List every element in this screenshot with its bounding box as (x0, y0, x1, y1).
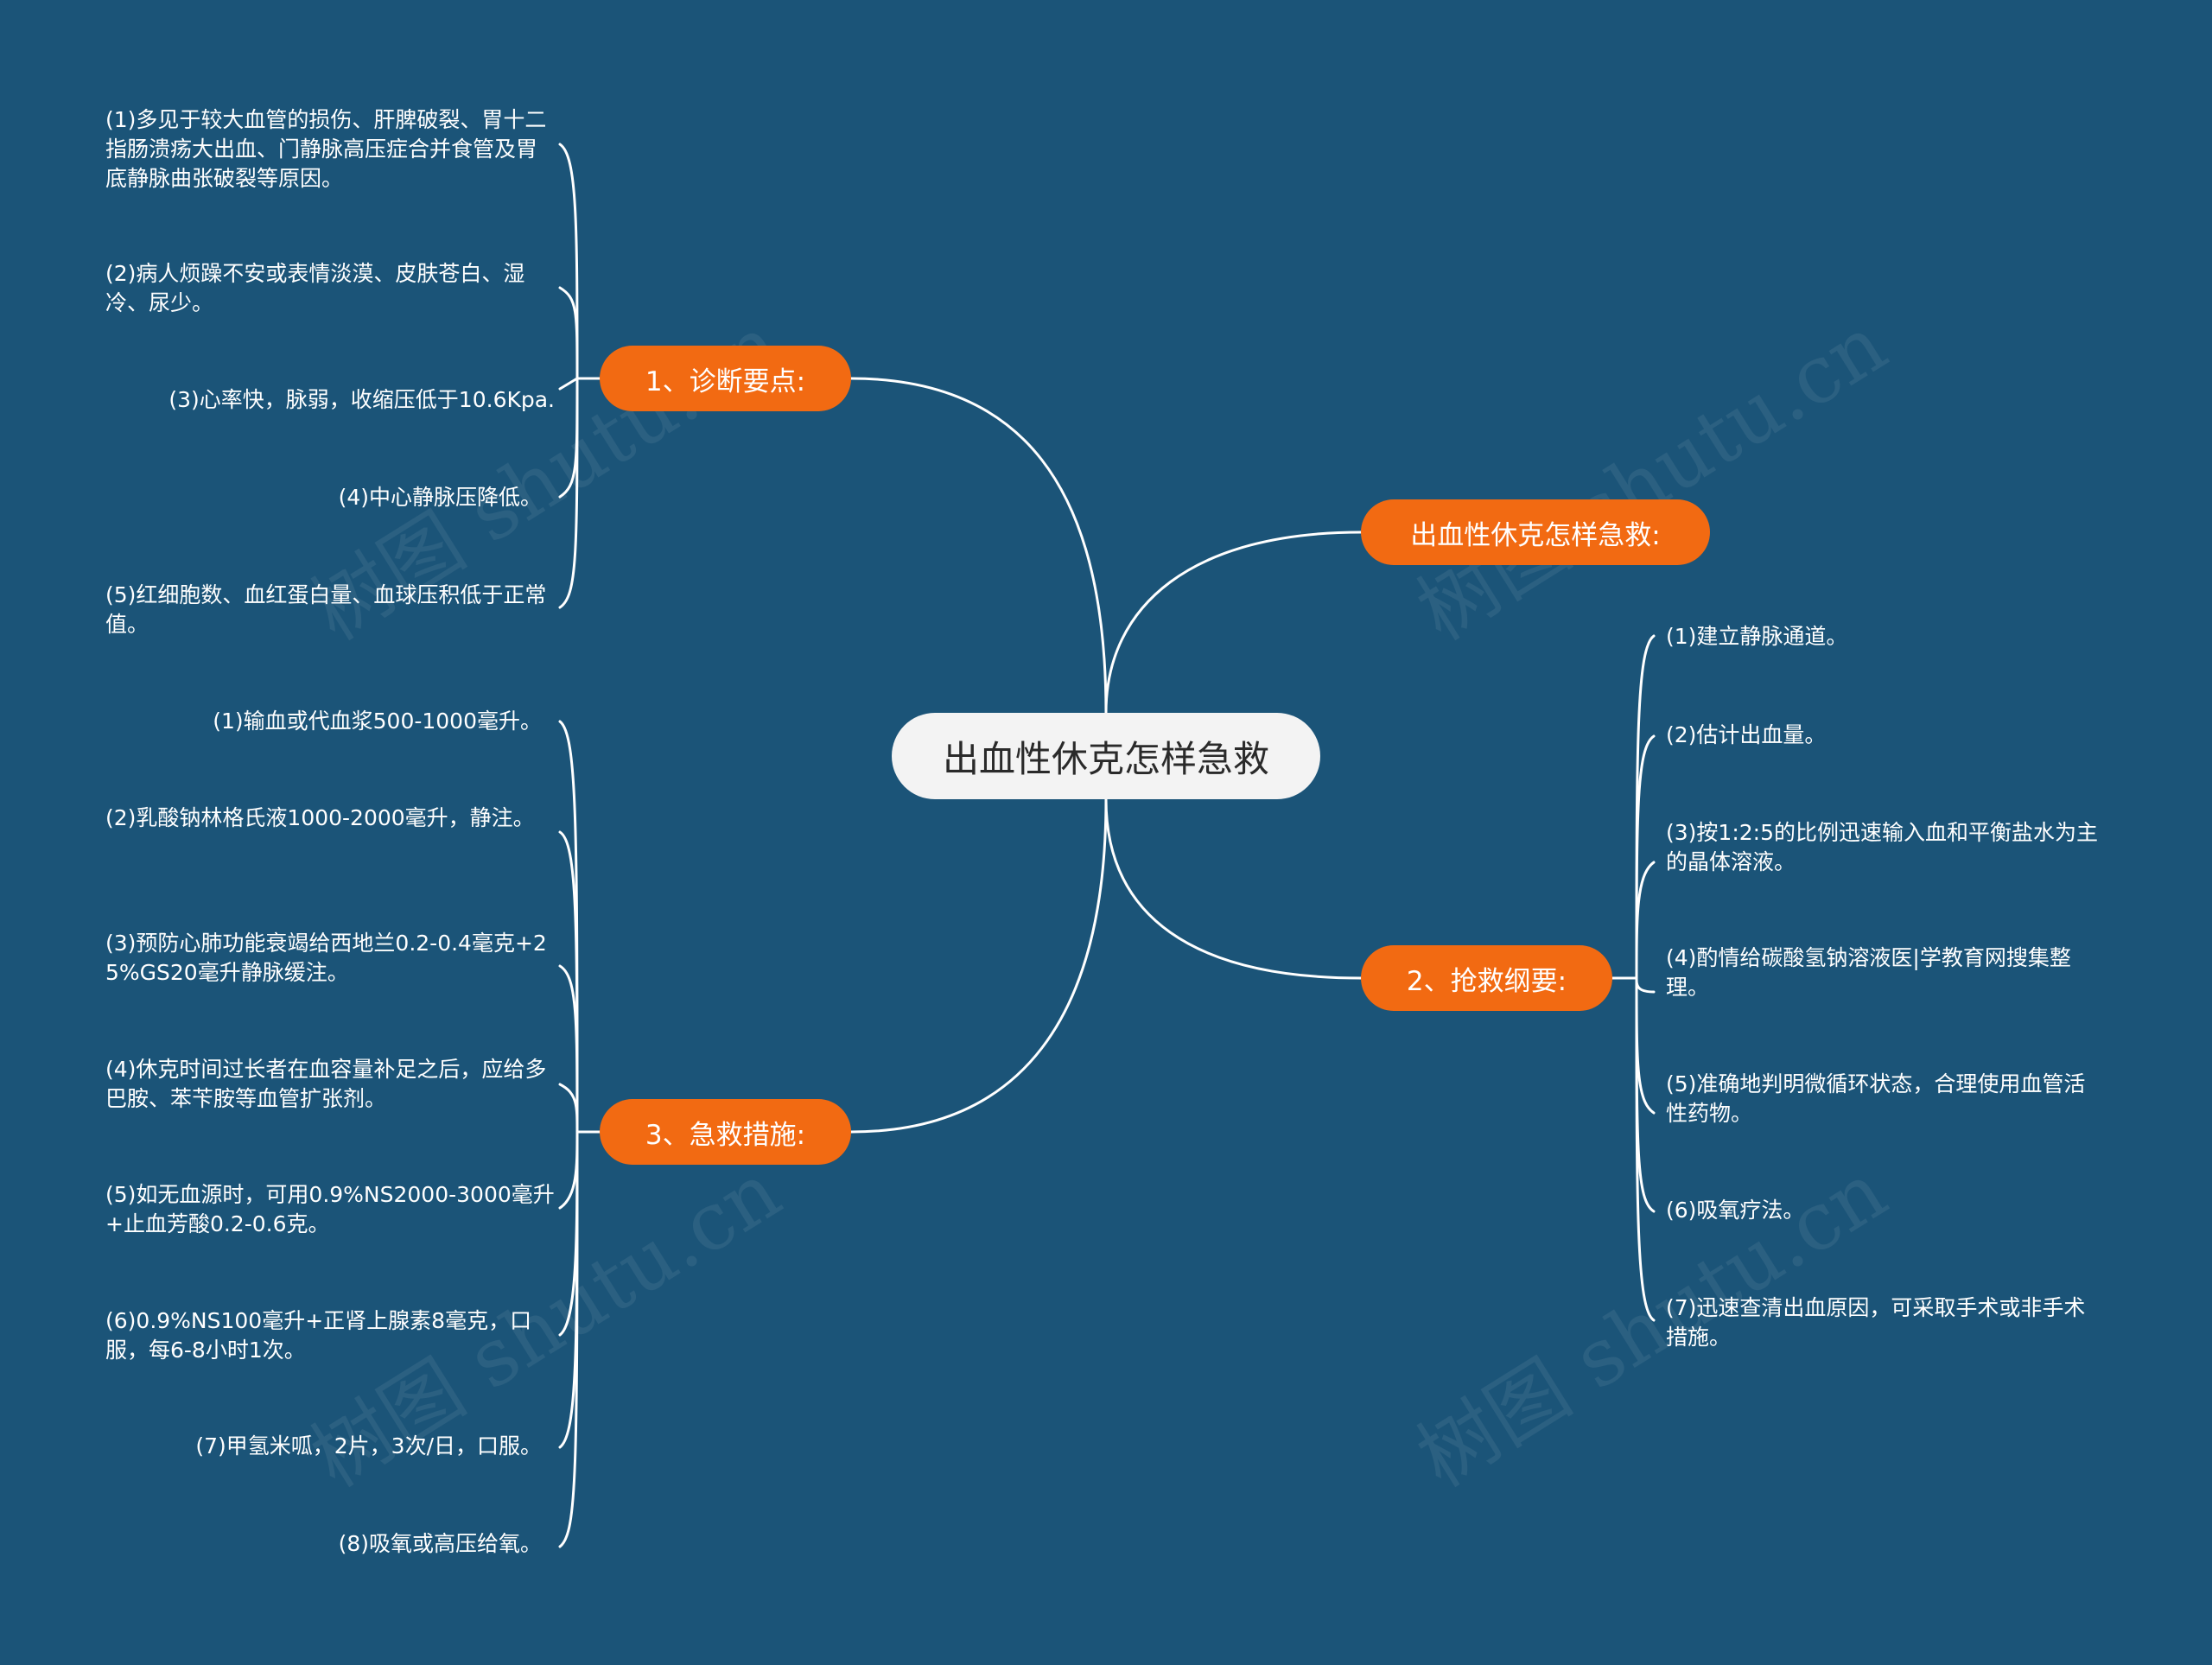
measures-item-8: (8)吸氧或高压给氧。 (338, 1531, 542, 1556)
diagnosis-item-4: (4)中心静脉压降低。 (338, 485, 542, 510)
rescue-item-2: (2)估计出血量。 (1666, 722, 1827, 747)
measures-item-3: (3)预防心肺功能衰竭给西地兰0.2-0.4毫克+25%GS20毫升静脉缓注。 (105, 931, 547, 985)
branch-diagnosis[interactable]: 1、诊断要点: (600, 346, 851, 411)
central-topic[interactable]: 出血性休克怎样急救 (892, 713, 1320, 799)
link-title-node (1104, 531, 1363, 715)
branch-rescue[interactable]: 2、抢救纲要: (1361, 945, 1612, 1011)
measures-item-1: (1)输血或代血浆500-1000毫升。 (213, 709, 542, 734)
link-rescue (1104, 798, 1363, 980)
rescue-item-7: (7)迅速查清出血原因，可采取手术或非手术措施。 (1666, 1295, 2086, 1350)
branch-title-node[interactable]: 出血性休克怎样急救: (1361, 499, 1710, 565)
rescue-item-6: (6)吸氧疗法。 (1666, 1198, 1805, 1223)
diagnosis-item-2: (2)病人烦躁不安或表情淡漠、皮肤苍白、湿冷、尿少。 (105, 261, 525, 315)
measures-item-4: (4)休克时间过长者在血容量补足之后，应给多巴胺、苯苄胺等血管扩张剂。 (105, 1057, 547, 1111)
measures-item-6: (6)0.9%NS100毫升+正肾上腺素8毫克，口服，每6-8小时1次。 (105, 1308, 532, 1363)
diagnosis-item-1: (1)多见于较大血管的损伤、肝脾破裂、胃十二指肠溃疡大出血、门静脉高压症合并食管… (105, 107, 547, 191)
rescue-item-1: (1)建立静脉通道。 (1666, 624, 1848, 649)
rescue-item-4: (4)酌情给碳酸氢钠溶液医|学教育网搜集整理。 (1666, 945, 2071, 1000)
measures-item-5: (5)如无血源时，可用0.9%NS2000-3000毫升+止血芳酸0.2-0.6… (105, 1182, 555, 1236)
branch-measures[interactable]: 3、急救措施: (600, 1099, 851, 1165)
link-diagnosis (849, 377, 1108, 715)
measures-item-7: (7)甲氢米呱，2片，3次/日，口服。 (195, 1433, 542, 1458)
measures-item-2: (2)乳酸钠林格氏液1000-2000毫升，静注。 (105, 805, 535, 830)
diagnosis-item-5: (5)红细胞数、血红蛋白量、血球压积低于正常值。 (105, 582, 547, 637)
rescue-item-5: (5)准确地判明微循环状态，合理使用血管活性药物。 (1666, 1071, 2086, 1126)
link-measures (849, 798, 1108, 1134)
rescue-item-3: (3)按1:2:5的比例迅速输入血和平衡盐水为主的晶体溶液。 (1666, 820, 2098, 874)
diagnosis-item-3: (3)心率快，脉弱，收缩压低于10.6Kpa. (168, 387, 555, 412)
